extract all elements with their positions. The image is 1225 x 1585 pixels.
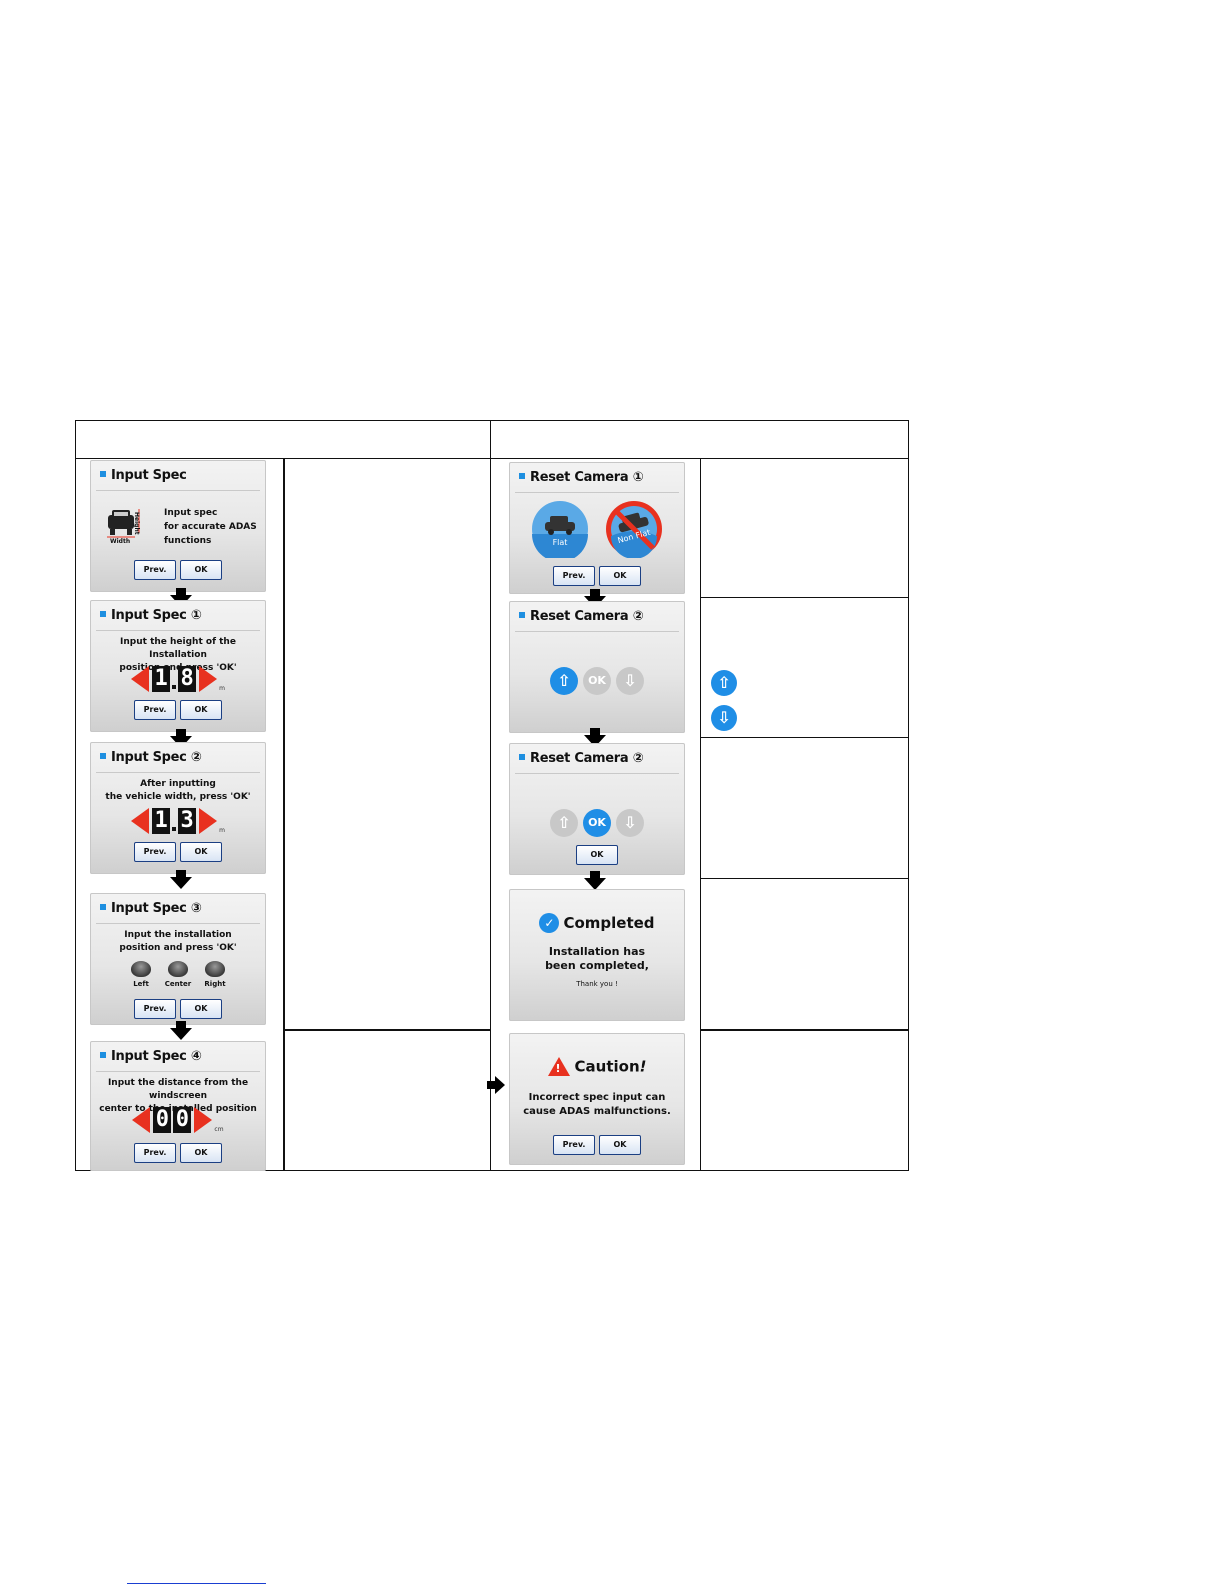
ok-button[interactable]: OK (599, 1135, 641, 1155)
height-label: Height (133, 512, 140, 535)
increase-arrow-icon[interactable] (199, 808, 218, 834)
flat-label: Flat (552, 538, 568, 547)
down-arrow-icon[interactable]: ⇩ (616, 809, 644, 837)
ok-circle-button[interactable]: OK (583, 667, 611, 695)
input-spec-distance-screen: Input Spec ④ Input the distance from the… (90, 1041, 266, 1171)
down-arrow-icon (584, 871, 606, 890)
prev-button[interactable]: Prev. (134, 999, 176, 1019)
screen-title: Input Spec ① (100, 608, 202, 623)
center-position-button[interactable] (168, 961, 188, 977)
down-arrow-icon: ⇩ (711, 705, 737, 731)
ok-button[interactable]: OK (599, 566, 641, 586)
footer-link-underline (127, 1583, 266, 1584)
flat-surface-icon[interactable] (531, 500, 589, 558)
up-arrow-icon[interactable]: ⇧ (550, 667, 578, 695)
warning-icon: ! (547, 1057, 570, 1076)
prev-button[interactable]: Prev. (134, 700, 176, 720)
prev-button[interactable]: Prev. (553, 566, 595, 586)
reset-camera-surface-screen: Reset Camera ① Flat Non Flat Prev.OK (509, 462, 685, 594)
down-arrow-icon[interactable]: ⇩ (616, 667, 644, 695)
screen-title: Reset Camera ② (519, 609, 644, 624)
up-arrow-icon[interactable]: ⇧ (550, 809, 578, 837)
ok-button[interactable]: OK (180, 700, 222, 720)
car-dimension-icon (107, 509, 140, 538)
up-arrow-icon: ⇧ (711, 670, 737, 696)
right-label: Right (204, 980, 226, 988)
thank-you-text: Thank you ! (576, 980, 618, 988)
left-label: Left (133, 980, 149, 988)
completed-title: ✓Completed (509, 913, 685, 933)
screen-title: Input Spec ② (100, 750, 202, 765)
caution-title: !Caution! (509, 1057, 685, 1076)
decrease-arrow-icon[interactable] (131, 666, 150, 692)
width-label: Width (110, 538, 131, 545)
right-position-button[interactable] (205, 961, 225, 977)
screen-title: Reset Camera ② (519, 751, 644, 766)
screen-title: Input Spec ④ (100, 1049, 202, 1064)
down-arrow-icon (170, 870, 192, 889)
reset-camera-confirm-screen: Reset Camera ② ⇧ OK ⇩ OK (509, 743, 685, 875)
prev-button[interactable]: Prev. (553, 1135, 595, 1155)
center-label: Center (164, 980, 192, 988)
check-icon: ✓ (539, 913, 560, 933)
prev-button[interactable]: Prev. (134, 1143, 176, 1163)
ok-button[interactable]: OK (180, 1143, 222, 1163)
ok-button[interactable]: OK (180, 560, 222, 580)
decrease-arrow-icon[interactable] (132, 1107, 151, 1133)
ok-button[interactable]: OK (180, 999, 222, 1019)
prev-button[interactable]: Prev. (134, 560, 176, 580)
down-arrow-icon (170, 1021, 192, 1040)
reset-camera-adjust-screen: Reset Camera ② ⇧ OK ⇩ (509, 601, 685, 733)
screen-title: Input Spec ③ (100, 901, 202, 916)
increase-arrow-icon[interactable] (199, 666, 218, 692)
ok-button[interactable]: OK (180, 842, 222, 862)
ok-button[interactable]: OK (576, 845, 618, 865)
increase-arrow-icon[interactable] (194, 1107, 213, 1133)
ok-circle-button[interactable]: OK (583, 809, 611, 837)
screen-title: Reset Camera ① (519, 470, 644, 485)
screen-title: Input Spec (100, 468, 187, 483)
prev-button[interactable]: Prev. (134, 842, 176, 862)
input-spec-height-screen: Input Spec ① Input the height of the Ins… (90, 600, 266, 732)
non-flat-surface-icon[interactable] (605, 500, 663, 558)
left-position-button[interactable] (131, 961, 151, 977)
decrease-arrow-icon[interactable] (131, 808, 150, 834)
right-arrow-icon (487, 1076, 505, 1094)
